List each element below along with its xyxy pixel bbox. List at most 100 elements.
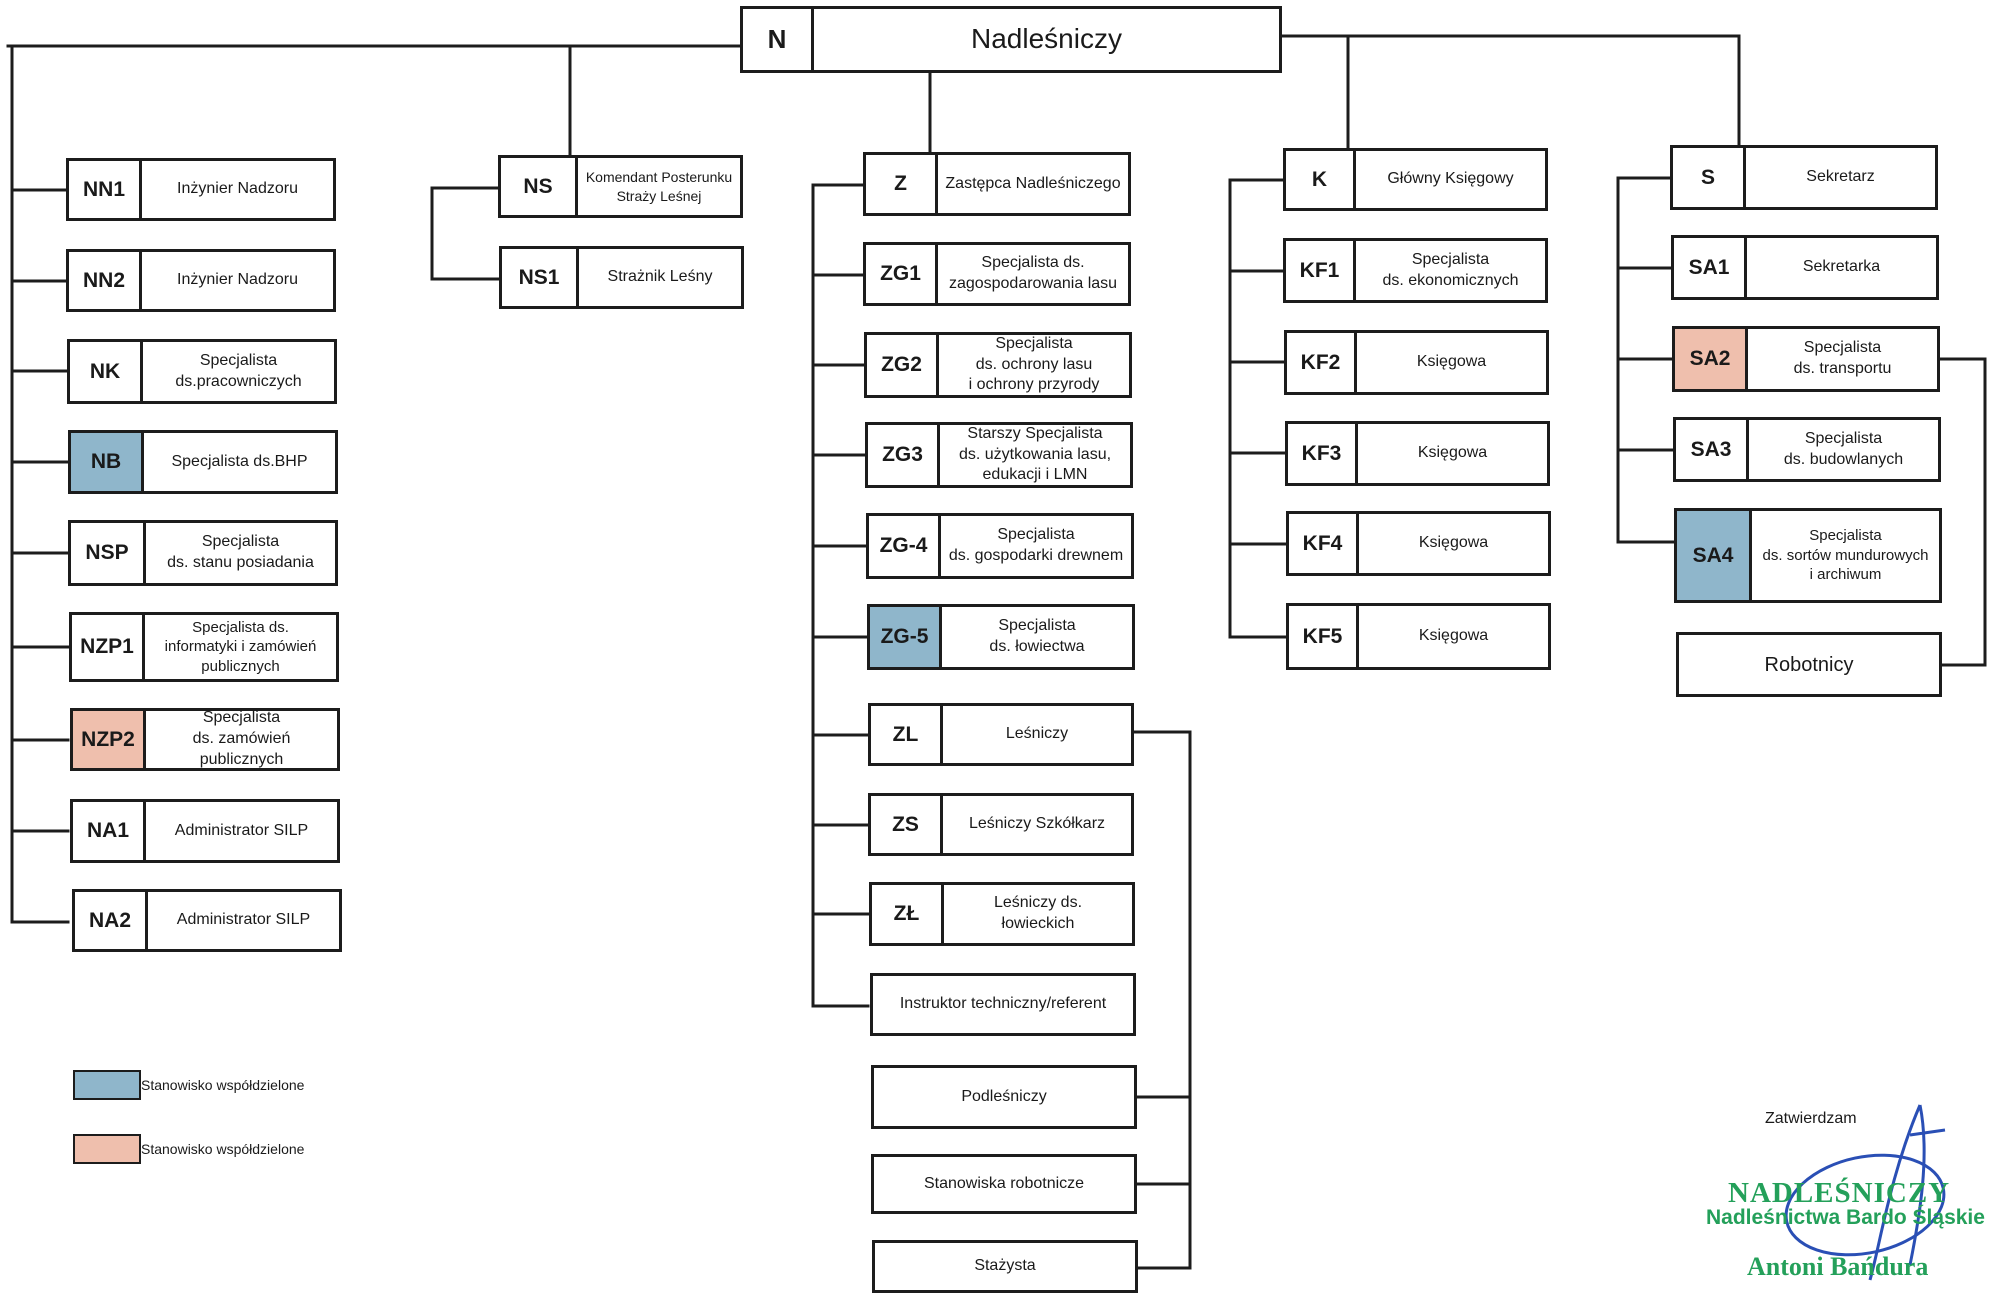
position-code: S xyxy=(1673,148,1746,207)
position-box-s: S Sekretarz xyxy=(1670,145,1938,210)
legend-swatch-blue xyxy=(73,1070,141,1100)
position-box-kf1: KF1 Specjalista ds. ekonomicznych xyxy=(1283,238,1548,303)
position-code: NB xyxy=(71,433,144,491)
approval-name: Antoni Bańdura xyxy=(1747,1252,1929,1281)
position-title: Leśniczy Szkółkarz xyxy=(968,815,1106,833)
position-title: Komendant Posterunku Straży Leśnej xyxy=(585,169,733,204)
position-box-zg2: ZG2 Specjalista ds. ochrony lasu i ochron… xyxy=(864,332,1132,398)
legend-label-pink: Stanowisko współdzielone xyxy=(141,1141,305,1157)
position-code: K xyxy=(1286,151,1356,208)
position-title: Inżynier Nadzoru xyxy=(177,180,298,198)
position-box-nn1: NN1 Inżynier Nadzoru xyxy=(66,158,336,221)
position-code: KF5 xyxy=(1289,606,1359,667)
position-title: Stażysta xyxy=(974,1257,1036,1275)
position-title: Księgowa xyxy=(1418,534,1489,552)
position-title: Specjalista ds. gospodarki drewnem xyxy=(948,526,1124,564)
approval-label: Zatwierdzam xyxy=(1765,1110,1857,1127)
position-code: Z xyxy=(866,155,938,213)
position-title: Sekretarka xyxy=(1802,258,1881,276)
position-box-nb: NB Specjalista ds.BHP xyxy=(68,430,338,494)
position-code: NK xyxy=(70,342,143,401)
position-title: Księgowa xyxy=(1417,444,1488,462)
position-code: NN2 xyxy=(69,252,142,309)
position-code: NA2 xyxy=(75,892,148,949)
position-title: Administrator SILP xyxy=(176,911,311,929)
position-title: Specjalista ds.pracowniczych xyxy=(175,351,302,390)
position-title: Specjalista ds.BHP xyxy=(171,452,308,470)
position-code: ZG-5 xyxy=(870,607,942,667)
position-box-zl: ZL Leśniczy xyxy=(868,703,1134,766)
position-code: NS xyxy=(501,158,578,215)
position-box-zg5: ZG-5 Specjalista ds. łowiectwa xyxy=(867,604,1135,670)
position-box-strob: Stanowiska robotnicze xyxy=(871,1154,1137,1214)
position-title: Specjalista ds. ochrony lasu i ochrony p… xyxy=(968,334,1100,394)
position-code: ZS xyxy=(871,796,943,853)
position-code: NN1 xyxy=(69,161,142,218)
position-code: N xyxy=(743,9,814,70)
position-title: Specjalista ds. sortów mundurowych i arc… xyxy=(1762,527,1929,584)
legend-swatch-pink xyxy=(73,1134,141,1164)
position-code: ZG3 xyxy=(868,425,940,485)
approval-office: Nadleśnictwa Bardo Śląskie xyxy=(1706,1206,1985,1229)
position-code: ZL xyxy=(871,706,943,763)
position-box-nk: NK Specjalista ds.pracowniczych xyxy=(67,339,337,404)
position-title: Specjalista ds. informatyki i zamówień p… xyxy=(164,618,317,675)
position-title: Strażnik Leśny xyxy=(607,268,713,286)
position-title: Administrator SILP xyxy=(174,821,309,839)
position-title: Specjalista ds. transportu xyxy=(1793,339,1892,377)
position-code: NZP1 xyxy=(72,615,145,679)
position-title: Specjalista ds. łowiectwa xyxy=(989,617,1085,655)
position-box-kf5: KF5 Księgowa xyxy=(1286,603,1551,670)
position-code: NZP2 xyxy=(73,711,146,768)
position-code: KF2 xyxy=(1287,333,1357,392)
position-code: ZG-4 xyxy=(869,516,941,576)
position-code: SA2 xyxy=(1675,329,1748,389)
position-box-nzp2: NZP2 Specjalista ds. zamówień publicznych xyxy=(70,708,340,771)
position-title: Specjalista ds. zamówień publicznych xyxy=(192,709,291,768)
position-title: Inżynier Nadzoru xyxy=(177,271,298,289)
position-title: Księgowa xyxy=(1416,353,1487,371)
position-code: ZG2 xyxy=(867,335,939,395)
position-box-z: Z Zastępca Nadleśniczego xyxy=(863,152,1131,216)
position-title: Nadleśniczy xyxy=(971,23,1122,55)
position-box-root: N Nadleśniczy xyxy=(740,6,1282,73)
position-title: Specjalista ds. zagospodarowania lasu xyxy=(948,254,1118,292)
legend-shared-pink: Stanowisko współdzielone xyxy=(73,1134,304,1164)
position-box-podl: Podleśniczy xyxy=(871,1065,1137,1129)
position-title: Specjalista ds. budowlanych xyxy=(1783,429,1904,468)
position-title: Robotnicy xyxy=(1764,653,1854,676)
position-box-kf4: KF4 Księgowa xyxy=(1286,511,1551,576)
position-box-nzp1: NZP1 Specjalista ds. informatyki i zamówi… xyxy=(69,612,339,682)
legend-label-blue: Stanowisko współdzielone xyxy=(141,1077,305,1093)
position-title: Sekretarz xyxy=(1806,168,1875,186)
position-box-zg1: ZG1 Specjalista ds. zagospodarowania lasu xyxy=(863,242,1131,306)
signature-icon xyxy=(1784,1104,1946,1281)
approval-title: NADLEŚNICZY xyxy=(1728,1177,1951,1209)
position-code: KF3 xyxy=(1288,424,1358,483)
position-title: Księgowa xyxy=(1418,627,1489,645)
position-box-sa2: SA2 Specjalista ds. transportu xyxy=(1672,326,1940,392)
position-code: ZG1 xyxy=(866,245,938,303)
position-code: KF1 xyxy=(1286,241,1356,300)
position-code: ZŁ xyxy=(872,885,944,943)
position-code: KF4 xyxy=(1289,514,1359,573)
position-title: Stanowiska robotnicze xyxy=(923,1174,1085,1192)
position-title: Podleśniczy xyxy=(961,1087,1047,1105)
legend-shared-blue: Stanowisko współdzielone xyxy=(73,1070,304,1100)
position-title: Zastępca Nadleśniczego xyxy=(945,174,1121,192)
position-code: SA1 xyxy=(1674,238,1747,297)
position-code: NS1 xyxy=(502,249,579,306)
position-title: Specjalista ds. ekonomicznych xyxy=(1382,250,1519,289)
position-code: NSP xyxy=(71,523,146,583)
position-box-nn2: NN2 Inżynier Nadzoru xyxy=(66,249,336,312)
position-title: Leśniczy xyxy=(1005,725,1069,743)
position-box-sa1: SA1 Sekretarka xyxy=(1671,235,1939,300)
position-code: SA3 xyxy=(1676,420,1749,479)
